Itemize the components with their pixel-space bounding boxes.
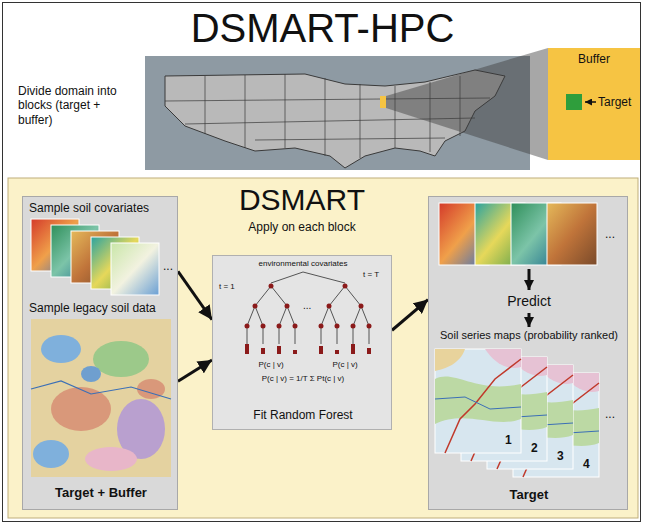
flow-arrow [178,271,212,319]
tree-label: environmental covariates [213,259,393,269]
ellipsis: ... [303,300,311,312]
block-label: Buffer [548,52,640,66]
block-label: Target [598,95,631,109]
description-label: Divide domain into blocks (target + buff… [18,84,136,127]
formula: P(c | v) [243,360,299,370]
buffer-block: BufferTarget [548,48,640,160]
dsmart-panel: DSMART Apply on each block Sample soil co… [8,178,638,518]
flow-arrow [178,360,212,381]
diagram-title: DSMART-HPC [0,4,645,52]
input-illustration [23,197,179,511]
rank-number: 3 [557,449,564,463]
rank-number: 1 [505,433,512,447]
rank-number: 4 [583,457,590,471]
ellipsis: ... [163,259,173,273]
ellipsis: ... [605,227,615,241]
tree-label: t = T [363,270,379,280]
formula: P(c | v) = 1/T Σ Pt(c | v) [213,374,393,384]
ellipsis: ... [605,407,615,421]
panel-ground [8,178,638,518]
panel-caption: Target + Buffer [23,485,179,501]
output-panel: PredictSoil series maps (probability ran… [428,196,628,510]
input-panel: Sample soil covariatesSample legacy soil… [22,196,178,510]
formula: P(c | v) [317,360,373,370]
output-illustration [429,197,629,511]
rank-number: 2 [531,441,538,455]
tree-label: t = 1 [219,282,235,292]
target-block: Target [566,94,582,110]
panel-subtitle: Apply on each block [192,220,412,234]
model-panel: Fit Random Forest environmental covariate… [212,255,392,430]
zoom-wedge [386,48,548,160]
random-forest-trees [213,256,393,431]
panel-title: DSMART [192,182,412,218]
step-label: Fit Random Forest [213,408,393,422]
step-label: Soil series maps (probability ranked) [431,329,627,342]
flow-arrow [392,300,428,331]
step-label: Sample legacy soil data [29,301,175,315]
step-label: Sample soil covariates [29,201,175,215]
step-label: Predict [429,293,629,310]
panel-caption: Target [429,487,629,503]
